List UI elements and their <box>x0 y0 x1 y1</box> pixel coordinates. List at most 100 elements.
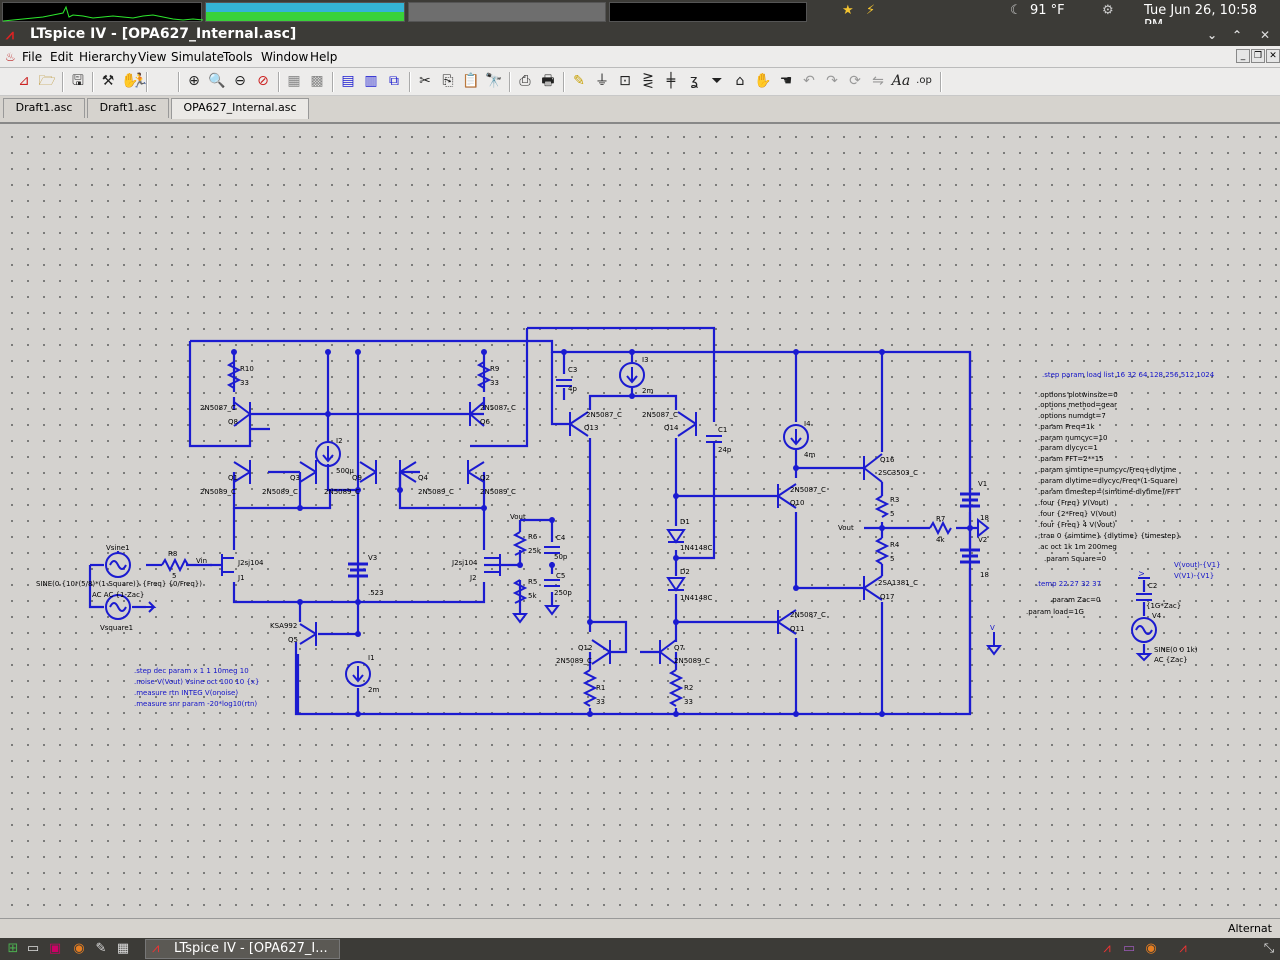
r1-resistor[interactable] <box>582 669 598 707</box>
q2-transistor[interactable] <box>467 460 485 484</box>
menu-file[interactable]: File <box>22 50 43 64</box>
vsine-source[interactable] <box>105 552 131 578</box>
text-icon[interactable]: Aa <box>891 73 911 89</box>
i1-current-source[interactable] <box>345 661 371 687</box>
copy-icon[interactable]: ⎘ <box>442 73 454 89</box>
halt-icon[interactable]: ✋ <box>121 73 139 89</box>
run-icon[interactable]: 🏃 <box>131 73 149 89</box>
q10-transistor[interactable] <box>777 483 797 509</box>
spice-directive-icon[interactable]: .op <box>916 75 932 86</box>
q3-transistor[interactable] <box>299 460 317 484</box>
document-icon[interactable]: ♨ <box>5 50 16 64</box>
j1-jfet[interactable] <box>212 554 234 576</box>
cut-icon[interactable]: ✂ <box>419 73 431 89</box>
q17-transistor[interactable] <box>863 575 883 601</box>
c1-capacitor[interactable] <box>706 435 722 443</box>
menu-view[interactable]: View <box>138 50 167 64</box>
editor-icon[interactable]: ✎ <box>95 941 107 956</box>
open-folder-icon[interactable]: 🗁 <box>38 73 56 89</box>
r8-resistor[interactable] <box>161 557 189 573</box>
rotate-icon[interactable]: ⟳ <box>849 73 861 89</box>
diode-icon[interactable]: ⏷ <box>711 73 723 89</box>
c4-capacitor[interactable] <box>544 546 560 554</box>
firefox-icon[interactable]: ◉ <box>73 941 85 956</box>
lightning-icon[interactable]: ⚡ <box>866 3 876 18</box>
inductor-icon[interactable]: ʓ <box>689 73 699 89</box>
pan-icon[interactable]: 🔍 <box>208 73 226 89</box>
firefox-tray-icon[interactable]: ◉ <box>1145 941 1157 956</box>
menu-tools[interactable]: Tools <box>223 50 253 64</box>
c3-capacitor[interactable] <box>556 379 572 387</box>
r10-resistor[interactable] <box>226 361 242 389</box>
menu-help[interactable]: Help <box>310 50 338 64</box>
ground-icon[interactable]: ⏚ <box>595 73 609 89</box>
control-panel-icon[interactable]: ⚒ <box>101 73 115 89</box>
zoom-in-icon[interactable]: ⊕ <box>188 73 200 89</box>
tab-opa627-internal[interactable]: OPA627_Internal.asc <box>171 98 309 119</box>
j2-jfet[interactable] <box>484 554 501 576</box>
draw-wire-icon[interactable]: ✎ <box>573 73 585 89</box>
cpu-monitor[interactable] <box>2 2 204 22</box>
move-hand-icon[interactable]: ✋ <box>754 73 772 89</box>
capacitor-icon[interactable]: ╪ <box>666 73 676 89</box>
mdi-restore-icon[interactable]: ❐ <box>1251 49 1265 63</box>
d1-diode[interactable] <box>666 529 686 544</box>
q7-transistor[interactable] <box>659 639 677 665</box>
save-icon[interactable]: 🖫 <box>72 73 84 89</box>
terminal-icon[interactable]: ▭ <box>26 941 40 956</box>
r3-resistor[interactable] <box>874 495 890 518</box>
i4-current-source[interactable] <box>783 424 809 450</box>
c5-capacitor[interactable] <box>544 579 560 587</box>
autorange-icon[interactable]: ▦ <box>287 73 301 89</box>
mirror-icon[interactable]: ⇋ <box>872 73 884 89</box>
q16-transistor[interactable] <box>863 453 883 483</box>
v1-battery[interactable] <box>960 492 980 508</box>
r4-resistor[interactable] <box>874 537 890 565</box>
menu-simulate[interactable]: Simulate <box>171 50 225 64</box>
disk-monitor[interactable] <box>609 2 807 22</box>
q5-transistor[interactable] <box>299 622 317 646</box>
v2-battery[interactable] <box>960 548 980 564</box>
d2-diode[interactable] <box>666 577 686 592</box>
drag-hand-icon[interactable]: ☚ <box>779 73 793 89</box>
window-tray-icon[interactable]: ▭ <box>1122 941 1136 956</box>
q13-transistor[interactable] <box>569 411 589 437</box>
r6-resistor[interactable] <box>512 531 528 556</box>
ltspice-tray-icon[interactable]: ⩘ <box>1103 941 1111 956</box>
calculator-icon[interactable]: ▦ <box>116 941 130 956</box>
tab-draft1-b[interactable]: Draft1.asc <box>87 98 169 118</box>
undo-icon[interactable]: ↶ <box>803 73 815 89</box>
resize-grip-icon[interactable]: ⤡ <box>1263 941 1275 956</box>
q12-transistor[interactable] <box>591 639 611 665</box>
cascade-icon[interactable]: ⧉ <box>389 73 399 89</box>
paste-icon[interactable]: 📋 <box>462 73 480 89</box>
tile-horizontal-icon[interactable]: ▤ <box>341 73 355 89</box>
q6-transistor[interactable] <box>469 401 485 427</box>
schematic-canvas[interactable]: R10 33 R9 33 2N5087_C Q8 2N5087_C Q6 Q1 … <box>0 122 1280 918</box>
r7-resistor[interactable] <box>929 520 952 536</box>
tab-draft1-a[interactable]: Draft1.asc <box>3 98 85 118</box>
vsquare-source[interactable] <box>105 594 131 620</box>
terminal2-icon[interactable]: ▣ <box>48 941 62 956</box>
grid-icon[interactable]: ▩ <box>310 73 324 89</box>
q11-transistor[interactable] <box>777 609 797 635</box>
chevron-up-icon[interactable]: ⌃ <box>1231 28 1243 42</box>
zoom-fit-icon[interactable]: ⊘ <box>257 73 269 89</box>
mdi-close-icon[interactable]: ✕ <box>1266 49 1280 63</box>
mdi-minimize-icon[interactable]: _ <box>1236 49 1250 63</box>
v4-source[interactable] <box>1131 617 1157 643</box>
zoom-out-icon[interactable]: ⊖ <box>234 73 246 89</box>
menu-launcher-icon[interactable]: ⊞ <box>7 941 19 956</box>
redo-icon[interactable]: ↷ <box>826 73 838 89</box>
menu-hierarchy[interactable]: Hierarchy <box>79 50 138 64</box>
component-icon[interactable]: ⌂ <box>735 73 745 89</box>
label-net-icon[interactable]: ⊡ <box>619 73 631 89</box>
ltspice-active-icon[interactable]: ⩘ <box>1179 941 1187 956</box>
tile-vertical-icon[interactable]: ▥ <box>364 73 378 89</box>
window-titlebar[interactable]: ⩘ LTspice IV - [OPA627_Internal.asc] ⌄ ⌃… <box>0 24 1280 46</box>
q4-transistor[interactable] <box>399 460 417 484</box>
menu-window[interactable]: Window <box>261 50 309 64</box>
close-icon[interactable]: ✕ <box>1259 28 1271 42</box>
new-schematic-icon[interactable]: ⊿ <box>18 73 30 89</box>
i3-current-source[interactable] <box>619 362 645 388</box>
